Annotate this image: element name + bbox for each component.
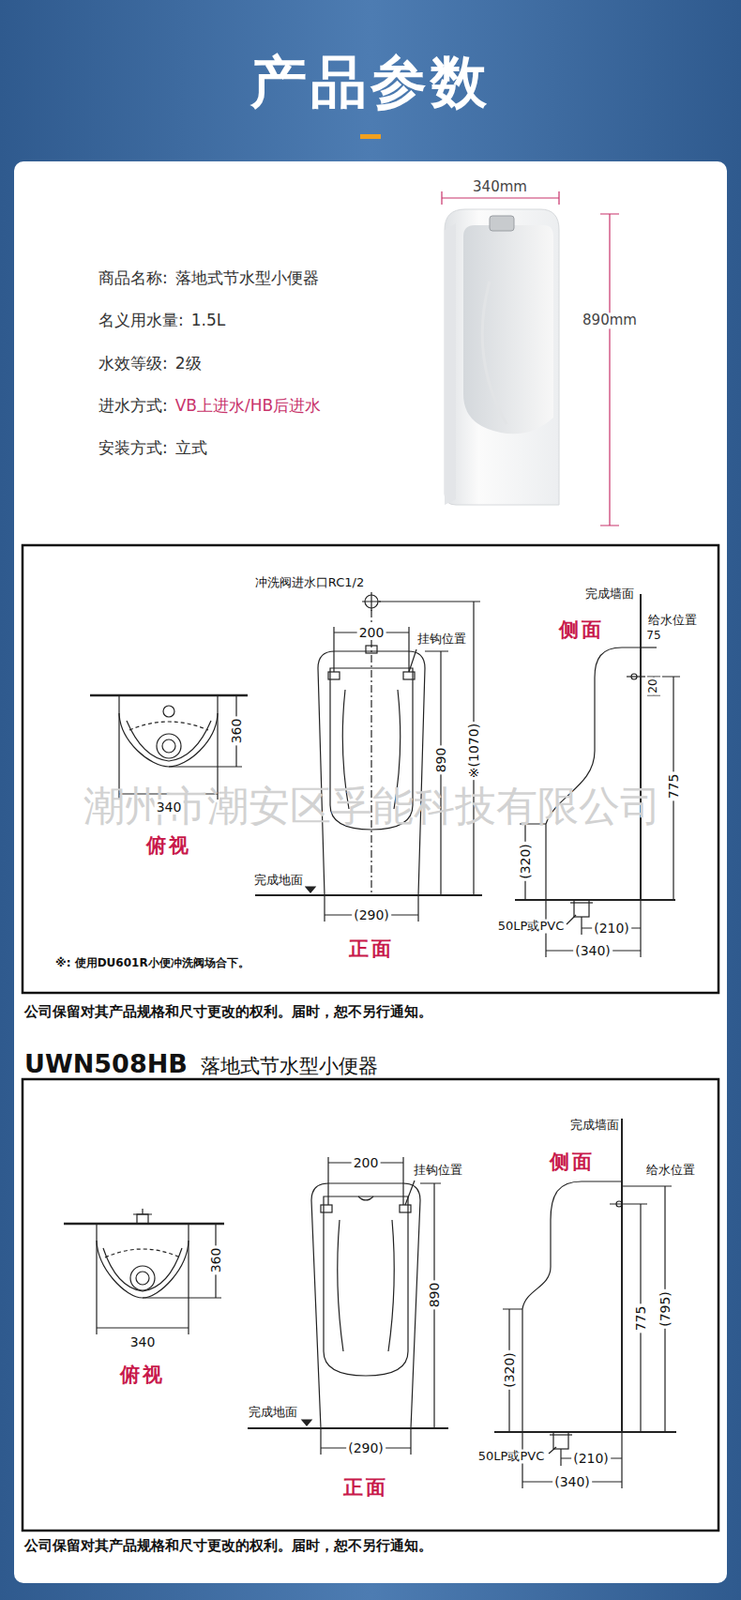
dimension-label: (320) [501, 1349, 517, 1390]
dimension-label: 340 [128, 1333, 158, 1349]
technical-drawing [90, 591, 681, 957]
callout-label: 50LP或PVC [496, 919, 566, 934]
callout-label: 给水位置 [644, 1163, 697, 1178]
callout-label: 挂钩位置 [411, 1163, 465, 1178]
dimension-label: ※(1070) [466, 721, 482, 780]
dimension-label: 200 [351, 1154, 381, 1170]
product-heading: 落地式节水型小便器 [200, 1054, 379, 1077]
spec-value: 2级 [175, 354, 202, 374]
dimension-label: (340) [573, 942, 613, 958]
dimension-label: 360 [208, 1245, 224, 1275]
view-title: 俯视 [118, 1362, 167, 1386]
callout-label: 50LP或PVC [476, 1449, 546, 1464]
callout-label: 给水位置 [646, 613, 699, 628]
view-title: 俯视 [144, 833, 194, 857]
view-title: 侧面 [547, 1149, 597, 1173]
spec-value: 落地式节水型小便器 [175, 269, 319, 288]
dimension-label: 20 [647, 676, 661, 695]
view-title: 正面 [347, 937, 396, 960]
dimension-label: 775 [633, 1303, 649, 1333]
callout-label: 完成地面 [246, 1405, 300, 1420]
spec-label: 安装方式: [98, 438, 168, 458]
drawing-frame [22, 544, 719, 993]
spec-value: 1.5L [191, 311, 227, 331]
dimension-label: (795) [657, 1288, 673, 1329]
dimension-label: 890 [433, 745, 449, 775]
spec-value: 立式 [175, 438, 208, 458]
spec-label: 进水方式: [98, 396, 168, 416]
dimension-label: 775 [665, 771, 681, 802]
callout-label: 挂钩位置 [415, 632, 469, 647]
drawing-frame [22, 1078, 719, 1530]
dimension-label: (340) [552, 1473, 592, 1489]
dimension-label: 200 [357, 624, 387, 640]
spec-label: 水效等级: [98, 354, 168, 374]
callout-label: 完成地面 [252, 873, 305, 888]
callout-label: 完成墙面 [568, 1118, 621, 1133]
view-title: 侧面 [557, 618, 606, 641]
spec-value: VB上进水/HB后进水 [175, 396, 321, 416]
footnote: ※: 使用DU601R小便冲洗阀场合下。 [53, 956, 252, 970]
technical-drawing [63, 1118, 677, 1488]
dimension-label: 340mm [470, 179, 530, 196]
note-text: 公司保留对其产品规格和尺寸更改的权利。届时，恕不另行通知。 [24, 1003, 433, 1020]
callout-label: 冲洗阀进水口RC1/2 [253, 575, 366, 590]
dimension-label: 340 [154, 799, 184, 815]
dimension-label: (290) [346, 1439, 386, 1455]
page-title: 产品参数 [250, 49, 491, 115]
model-heading: UWN508HB [24, 1048, 188, 1078]
card [14, 161, 727, 1583]
view-title: 正面 [341, 1475, 391, 1498]
callout-label: 完成墙面 [583, 587, 636, 602]
dimension-label: (210) [591, 920, 632, 936]
dimension-label: (320) [517, 841, 533, 881]
accent-bar [360, 134, 381, 139]
note-text: 公司保留对其产品规格和尺寸更改的权利。届时，恕不另行通知。 [24, 1537, 433, 1554]
dimension-label: 890 [426, 1280, 442, 1310]
dimension-label: (210) [571, 1450, 611, 1466]
dimension-label: 75 [644, 629, 663, 643]
dimension-label: (290) [351, 907, 392, 923]
dimension-label: 360 [228, 716, 244, 746]
spec-label: 商品名称: [98, 269, 168, 288]
dimension-label: 890mm [580, 312, 639, 329]
dimension-lines [441, 191, 620, 526]
spec-label: 名义用水量: [98, 311, 184, 331]
product-illustration [444, 209, 560, 505]
